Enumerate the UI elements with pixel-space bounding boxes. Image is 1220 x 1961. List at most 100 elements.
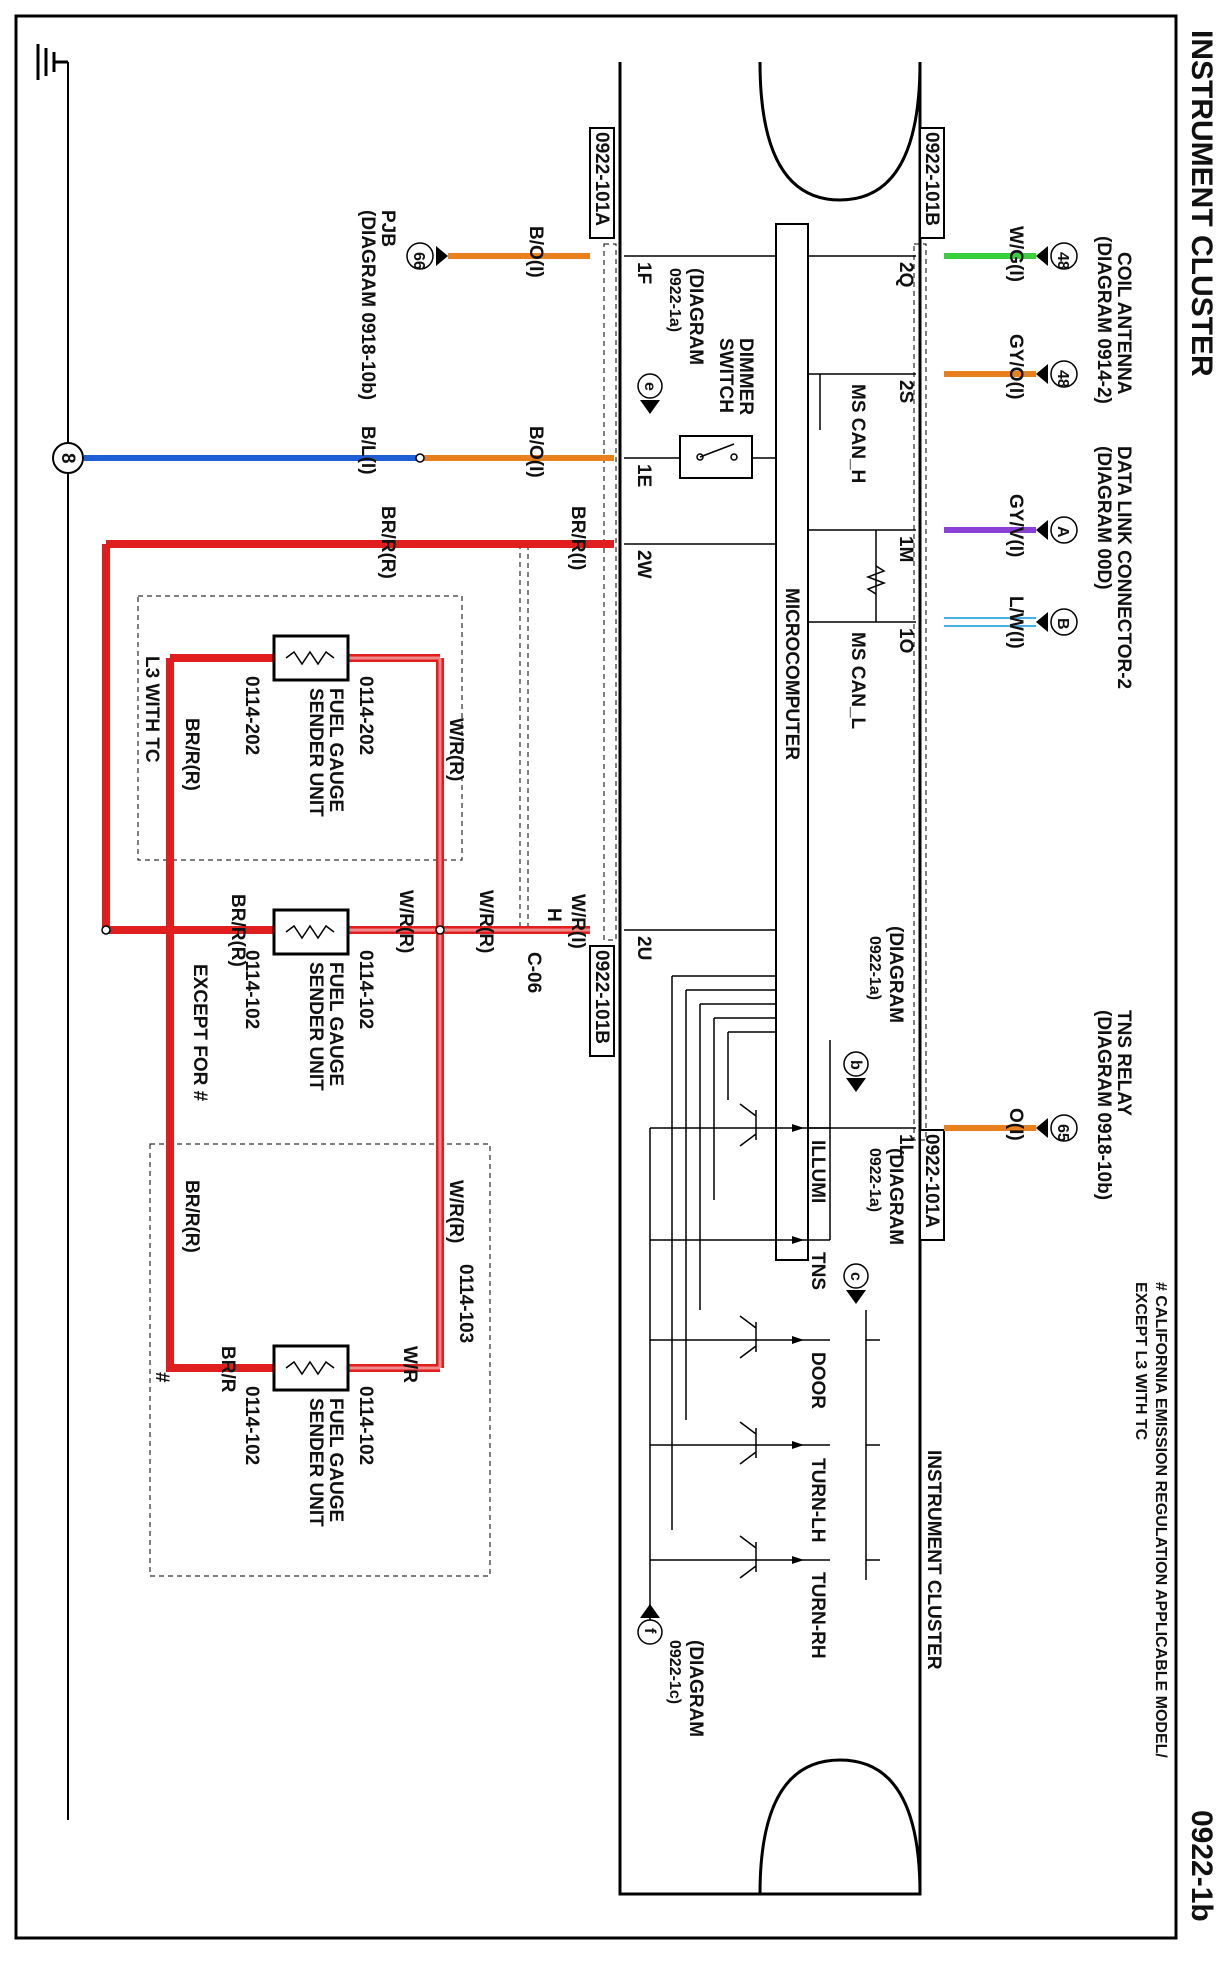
wire-label-wi: W/R(I) — [567, 894, 588, 949]
fuel-gauge-sender-units — [272, 634, 350, 1392]
footnote-line-1: # CALIFORNIA EMISSION REGULATION APPLICA… — [1152, 1282, 1169, 1758]
connector-102-d: 0114-102 — [241, 1386, 262, 1465]
door-label: DOOR — [807, 1352, 828, 1409]
page-frame — [14, 14, 1178, 1940]
badge-66: 66 — [410, 252, 427, 270]
connector-102-a: 0114-102 — [355, 950, 376, 1029]
indicator-leds — [792, 1124, 804, 1564]
wire-layer — [84, 253, 1036, 1372]
hash-mark: # — [151, 1372, 172, 1383]
connector-101a-right: 0922-101A — [921, 1134, 942, 1228]
connector-102-c: 0114-102 — [355, 1386, 376, 1465]
badge-e: e — [641, 382, 658, 391]
wire-label-gyv: GY/V(I) — [1005, 494, 1026, 557]
badge-48-a: 48 — [1054, 252, 1071, 270]
wire-label-brr-r3: BR/R(R) — [227, 894, 248, 967]
connector-101a-top: 0922-101A — [591, 132, 612, 226]
ground-symbol — [36, 44, 68, 80]
microcomputer-label: MICROCOMPUTER — [781, 588, 802, 760]
pjb-diagram-ref: (DIAGRAM 0918-10b) — [357, 210, 378, 400]
diagram-ref-f-1: (DIAGRAM — [685, 1640, 706, 1737]
badge-b-ref: b — [847, 1060, 864, 1070]
wire-label-brr: BR/R — [217, 1346, 238, 1393]
wire-label-brr-r4: BR/R(R) — [181, 1180, 202, 1253]
badge-circles — [52, 242, 1078, 1645]
wire-label-brr-r2: BR/R(R) — [181, 718, 202, 791]
dimmer-switch-label-2: SWITCH — [715, 338, 736, 413]
page-title: INSTRUMENT CLUSTER — [1185, 30, 1218, 377]
fuel-gauge-2-label: FUEL GAUGE — [325, 962, 346, 1086]
wire-label-wr: W/R — [399, 1346, 420, 1383]
diagram-ref-e-2: 0922-1a) — [666, 268, 683, 332]
pin-2u: 2U — [633, 936, 654, 960]
pin-1l: 1L — [895, 1134, 916, 1157]
wire-label-wr4: W/R(R) — [445, 1180, 466, 1243]
wire-label-wr1: W/R(R) — [445, 718, 466, 781]
dlc-label: DATA LINK CONNECTOR-2 — [1113, 446, 1134, 689]
fuel-gauge-2-label-2: SENDER UNIT — [305, 962, 326, 1091]
wire-label-gyo: GY/O(I) — [1005, 334, 1026, 399]
illumi-label: ILLUMI — [807, 1140, 828, 1203]
ms-can-h-label: MS CAN_H — [847, 384, 868, 483]
c06-h-label: H — [543, 908, 564, 922]
diagram-ref-c-1: (DIAGRAM — [885, 1148, 906, 1245]
pin-1e: 1E — [633, 464, 654, 487]
fuel-gauge-3-label-2: SENDER UNIT — [305, 1398, 326, 1527]
connector-101b-bottom: 0922-101B — [591, 950, 612, 1044]
turn-rh-label: TURN-RH — [807, 1572, 828, 1659]
wire-label-wr2: W/R(R) — [475, 890, 496, 953]
pin-2w: 2W — [633, 550, 654, 579]
pjb-label: PJB — [377, 210, 398, 247]
wire-label-wr3: W/R(R) — [395, 890, 416, 953]
wire-label-brr-i: BR/R(I) — [567, 506, 588, 570]
wire-label-wg: W/G(I) — [1005, 226, 1026, 282]
badge-a: A — [1054, 526, 1071, 538]
tns-label: TNS — [807, 1252, 828, 1290]
connector-202-a: 0114-202 — [355, 676, 376, 755]
diagram-ref-c-2: 0922-1a) — [866, 1148, 883, 1212]
cluster-top-arc — [758, 61, 922, 202]
badge-8: 8 — [57, 453, 78, 464]
fuel-gauge-1-label-2: SENDER UNIT — [305, 688, 326, 817]
arrow-heads — [436, 246, 1048, 1618]
microcomputer-block — [775, 223, 809, 1261]
can-terminator-resistor — [865, 565, 887, 595]
coil-antenna-diagram-ref: (DIAGRAM 0914-2) — [1093, 236, 1114, 404]
fuel-gauge-1-label: FUEL GAUGE — [325, 688, 346, 812]
junction-dot-2 — [415, 453, 425, 463]
dlc-diagram-ref: (DIAGRAM 00D) — [1093, 446, 1114, 590]
diagram-ref-b-1: (DIAGRAM — [885, 926, 906, 1023]
badge-65: 65 — [1054, 1124, 1071, 1142]
coil-antenna-label: COIL ANTENNA — [1113, 252, 1134, 395]
tns-relay-diagram-ref: (DIAGRAM 0918-10b) — [1093, 1010, 1114, 1200]
connector-103: 0114-103 — [455, 1264, 476, 1343]
pin-1f: 1F — [633, 262, 654, 284]
diagram-ref-f-2: 0922-1c) — [666, 1640, 683, 1704]
dimmer-switch-label: DIMMER — [735, 338, 756, 415]
fuel-gauge-3-label: FUEL GAUGE — [325, 1398, 346, 1522]
ms-can-l-label: MS CAN_L — [847, 632, 868, 730]
badge-c: c — [847, 1272, 864, 1281]
page-code: 0922-1b — [1185, 1810, 1218, 1922]
indicator-transistors — [739, 1103, 757, 1579]
connector-102-b: 0114-102 — [241, 950, 262, 1029]
wire-label-brr-r1: BR/R(R) — [377, 506, 398, 579]
badge-48-b: 48 — [1054, 370, 1071, 388]
pin-1o: 1O — [895, 628, 916, 653]
junction-dot-1 — [435, 925, 445, 935]
wire-label-bl: B/L(I) — [357, 426, 378, 475]
junction-dot-0 — [101, 925, 111, 935]
turn-lh-label: TURN-LH — [807, 1458, 828, 1542]
badge-b: B — [1054, 618, 1071, 630]
pin-2q: 2Q — [895, 262, 916, 287]
l3-with-tc-label: L3 WITH TC — [141, 656, 162, 763]
tns-relay-label: TNS RELAY — [1113, 1010, 1134, 1116]
badge-f: f — [641, 1628, 658, 1634]
connector-101b-top: 0922-101B — [921, 132, 942, 226]
except-for-label: EXCEPT FOR # — [189, 964, 210, 1102]
wire-label-bo-2: B/O(I) — [525, 426, 546, 478]
dimmer-switch — [679, 435, 753, 479]
cluster-title: INSTRUMENT CLUSTER — [923, 1450, 944, 1670]
